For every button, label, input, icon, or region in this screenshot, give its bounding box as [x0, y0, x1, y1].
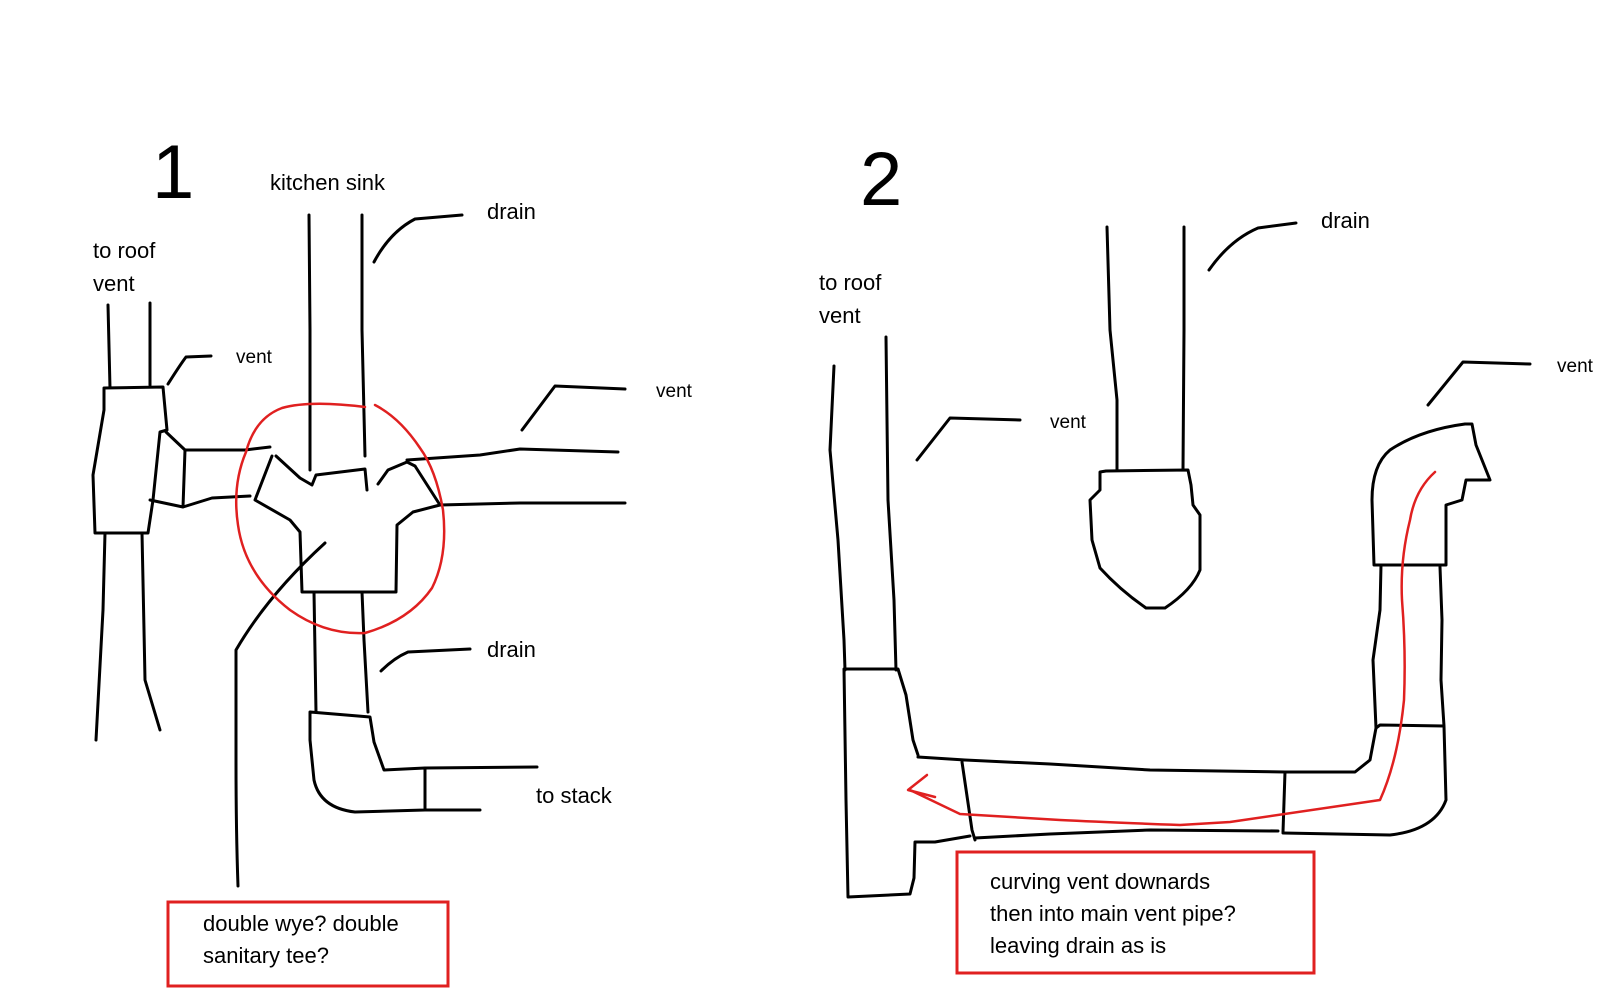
- label-kitchen-sink: kitchen sink: [270, 170, 386, 195]
- right-vent-pipe-1: [405, 447, 627, 507]
- horizontal-connector-2: [916, 726, 1378, 842]
- leader-drain-lower-1: [379, 647, 472, 673]
- label-vent-left-1: vent: [236, 347, 273, 368]
- flow-arrowhead-2: [906, 773, 937, 799]
- note-2-line-1: curving vent downards: [990, 869, 1210, 894]
- note-2-line-3: leaving drain as is: [990, 933, 1166, 958]
- label-to-stack: to stack: [536, 783, 613, 808]
- label-drain-top-1: drain: [487, 199, 536, 224]
- label-to-roof-vent-2a: to roof: [819, 270, 882, 295]
- diagram-2-number: 2: [860, 137, 902, 222]
- label-vent-right-1: vent: [656, 381, 693, 402]
- label-drain-top-2: drain: [1321, 208, 1370, 233]
- flow-arrow-path-2: [908, 470, 1437, 827]
- leader-vent-left-1: [166, 354, 213, 386]
- leader-vent-right-2: [1426, 360, 1532, 407]
- label-to-roof-vent-1b: vent: [93, 271, 135, 296]
- leader-vent-right-1: [520, 384, 627, 432]
- vent-connector-1: [148, 430, 272, 509]
- diagram-1-number: 1: [152, 130, 194, 215]
- roof-vent-pipe-1: [91, 301, 169, 742]
- sink-drain-pipe: [307, 213, 367, 472]
- label-drain-lower-1: drain: [487, 637, 536, 662]
- leader-vent-middle-2: [915, 416, 1022, 462]
- top-elbow-2: [1370, 422, 1492, 567]
- leader-drain-top-1: [372, 213, 464, 264]
- highlight-circle-1: [234, 402, 446, 635]
- label-vent-right-2: vent: [1557, 356, 1594, 377]
- lower-drain-pipe-1: [308, 590, 539, 814]
- leader-note-1: [234, 541, 327, 888]
- label-vent-middle-2: vent: [1050, 412, 1087, 433]
- double-fitting: [253, 454, 442, 594]
- main-vent-pipe-2: [828, 335, 972, 899]
- note-2-line-2: then into main vent pipe?: [990, 901, 1236, 926]
- note-1-line-1: double wye? double: [203, 911, 399, 936]
- note-box-1: [166, 900, 450, 988]
- label-to-roof-vent-2b: vent: [819, 303, 861, 328]
- note-1-line-2: sanitary tee?: [203, 943, 329, 968]
- label-to-roof-vent-1a: to roof: [93, 238, 156, 263]
- drain-pipe-2: [1088, 225, 1202, 610]
- note-box-2: [955, 850, 1316, 975]
- return-elbow-2: [1281, 563, 1448, 837]
- leader-drain-top-2: [1207, 221, 1298, 272]
- diagram-2: 2 drain to roof vent vent vent curving v…: [819, 137, 1594, 975]
- diagram-1: 1 kitchen sink drain to roof vent vent v…: [91, 130, 693, 988]
